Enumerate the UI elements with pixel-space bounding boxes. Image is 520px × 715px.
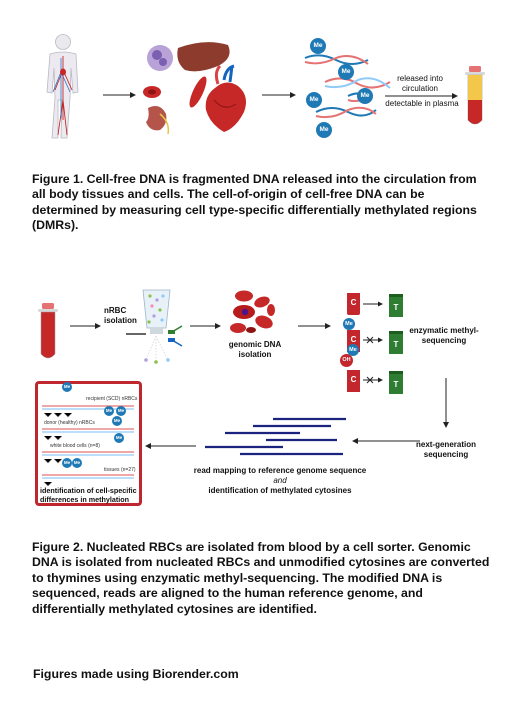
nucleated-rbc-icon xyxy=(230,290,275,333)
methyl-group-icon: Me xyxy=(72,458,82,468)
blood-tube-icon xyxy=(38,303,58,359)
methyl-group-icon: Me xyxy=(112,416,122,426)
enzymatic-line-1: enzymatic methyl- xyxy=(409,326,479,335)
released-line-1: released into xyxy=(397,74,443,83)
figure2-caption: Figure 2. Nucleated RBCs are isolated fr… xyxy=(32,540,490,616)
methyl-label: Me xyxy=(105,408,113,413)
methyl-label: Me xyxy=(349,347,357,353)
blocked-conversion-icon xyxy=(366,336,374,384)
blood-tube-icon xyxy=(465,66,485,125)
methyl-label: Me xyxy=(63,460,71,465)
sequencing-reads-icon xyxy=(205,417,346,456)
base-t-label: T xyxy=(393,303,399,312)
nrbc-line-1: nRBC xyxy=(104,306,127,315)
methyl-label: Me xyxy=(319,126,329,133)
methyl-group-icon: Me xyxy=(357,88,373,104)
footer-credit: Figures made using Biorender.com xyxy=(33,667,239,681)
methyl-label: Me xyxy=(345,321,353,327)
nextgen-line-2: sequencing xyxy=(423,449,469,459)
arrow-icon xyxy=(352,438,420,444)
enzymatic-label: enzymatic methyl- sequencing xyxy=(408,326,480,345)
methyl-label: Me xyxy=(117,408,125,413)
next-gen-label: next-generation sequencing xyxy=(412,440,480,459)
nextgen-line-1: next-generation xyxy=(415,440,476,449)
arrow-icon xyxy=(145,443,196,449)
methyl-group-icon: Me xyxy=(104,406,114,416)
human-body-icon xyxy=(46,34,79,139)
conversion-arrows xyxy=(363,301,383,383)
nrbc-line-2: isolation xyxy=(104,315,137,325)
figure1-caption: Figure 1. Cell-free DNA is fragmented DN… xyxy=(32,172,477,233)
base-t-label: T xyxy=(393,340,399,349)
read-mapping-label: read mapping to reference genome sequenc… xyxy=(193,466,367,475)
methyl-label: Me xyxy=(309,96,319,103)
panel-row-label: donor (healthy) nRBCs xyxy=(44,420,95,426)
hydroxyl-group-icon: OH xyxy=(340,354,353,367)
base-c-label: C xyxy=(350,375,357,384)
methyl-group-icon: Me xyxy=(347,344,359,356)
panel-row-label: tissues (n=27) xyxy=(104,467,136,473)
methyl-label: Me xyxy=(73,460,81,465)
methyl-label: Me xyxy=(341,68,351,75)
dna-fragment-icon xyxy=(304,54,391,119)
panel-row-label: recipient (SCD) nRBCs xyxy=(86,396,138,402)
methyl-group-icon: Me xyxy=(62,382,72,392)
cell-sorter-icon xyxy=(126,289,183,364)
panel-caption-line-2: differences in methylation xyxy=(40,494,130,504)
enzymatic-line-2: sequencing xyxy=(421,335,467,345)
thymine-block: T xyxy=(389,294,403,317)
genomic-dna-label: genomic DNA isolation xyxy=(225,340,285,359)
methyl-group-icon: Me xyxy=(116,406,126,416)
cytosine-block: C xyxy=(347,293,360,315)
panel-row-label: white blood cells (n=8) xyxy=(50,443,100,449)
genomic-line-1: genomic DNA xyxy=(228,340,282,349)
methyl-label: Me xyxy=(360,92,370,99)
methyl-group-icon: Me xyxy=(306,92,322,108)
arrow-icon xyxy=(298,323,331,329)
methyl-group-icon: Me xyxy=(316,122,332,138)
methylation-results-panel xyxy=(35,381,142,506)
methyl-group-icon: Me xyxy=(310,38,326,54)
and-label: and xyxy=(273,476,287,485)
methyl-label: Me xyxy=(113,418,121,423)
detectable-label: detectable in plasma xyxy=(385,99,459,108)
methyl-label: Me xyxy=(63,384,71,389)
methyl-label: Me xyxy=(115,435,123,440)
cytosine-block: C xyxy=(347,370,360,392)
panel-caption: identification of cell-specific differen… xyxy=(40,486,140,504)
released-line-2: circulation xyxy=(401,83,438,93)
methyl-group-icon: Me xyxy=(62,458,72,468)
methyl-group-icon: Me xyxy=(338,64,354,80)
genomic-line-2: isolation xyxy=(238,349,272,359)
organs-icon xyxy=(143,42,246,135)
arrow-icon xyxy=(262,92,296,98)
base-t-label: T xyxy=(393,380,399,389)
arrow-icon xyxy=(443,378,449,428)
arrow-icon xyxy=(385,93,458,99)
methyl-group-icon: Me xyxy=(343,318,355,330)
arrow-icon xyxy=(70,323,101,329)
hydroxyl-label: OH xyxy=(342,357,351,363)
nrbc-isolation-label: nRBC isolation xyxy=(104,306,140,325)
methyl-label: Me xyxy=(313,42,323,49)
identification-methylated-label: identification of methylated cytosines xyxy=(208,486,352,495)
panel-caption-line-1: identification of cell-specific xyxy=(40,486,137,495)
base-c-label: C xyxy=(350,335,357,344)
thymine-block: T xyxy=(389,331,403,354)
thymine-block: T xyxy=(389,371,403,394)
methyl-group-icon: Me xyxy=(114,433,124,443)
base-c-label: C xyxy=(350,298,357,307)
arrow-icon xyxy=(190,323,221,329)
released-label: released into circulation xyxy=(386,74,454,93)
arrow-icon xyxy=(103,92,136,98)
panel-dna-lines xyxy=(42,405,134,487)
